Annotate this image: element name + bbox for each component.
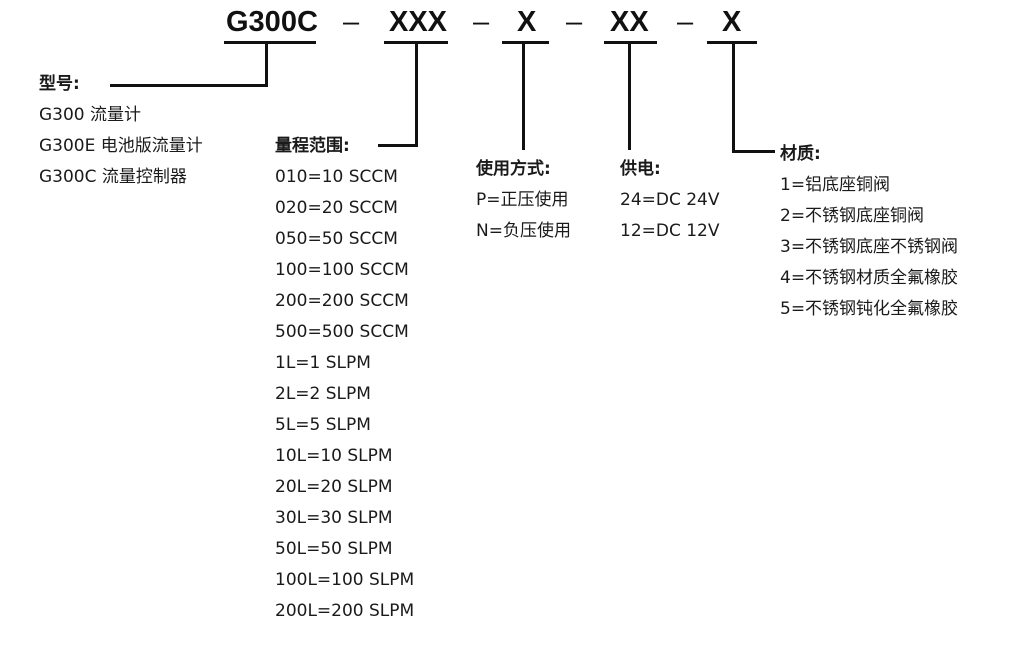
usage-block: 使用方式: P=正压使用 N=负压使用 [476, 154, 571, 247]
code-separator-2: – [473, 6, 490, 38]
list-item: 500=500 SCCM [275, 322, 409, 342]
range-block: 量程范围: 010=10 SCCM 020=20 SCCM 050=50 SCC… [275, 131, 414, 627]
power-block: 供电: 24=DC 24V 12=DC 12V [620, 154, 720, 247]
material-heading: 材质: [780, 144, 821, 164]
list-item: 050=50 SCCM [275, 229, 398, 249]
model-list: G300 流量计 G300E 电池版流量计 G300C 流量控制器 [39, 100, 203, 193]
material-block: 材质: 1=铝底座铜阀 2=不锈钢底座铜阀 3=不锈钢底座不锈钢阀 4=不锈钢材… [780, 139, 958, 325]
list-item: G300E 电池版流量计 [39, 136, 203, 156]
underline-usage [502, 41, 549, 44]
list-item: 30L=30 SLPM [275, 508, 393, 528]
connector-range-horizontal [378, 144, 418, 147]
usage-heading: 使用方式: [476, 159, 551, 179]
usage-list: P=正压使用 N=负压使用 [476, 185, 571, 247]
connector-material-vertical [732, 43, 735, 153]
connector-material-horizontal [732, 150, 775, 153]
underline-range [384, 41, 448, 44]
power-list: 24=DC 24V 12=DC 12V [620, 185, 720, 247]
list-item: G300C 流量控制器 [39, 167, 187, 187]
code-power-placeholder: XX [610, 6, 649, 38]
list-item: 4=不锈钢材质全氟橡胶 [780, 268, 959, 288]
model-block: 型号: G300 流量计 G300E 电池版流量计 G300C 流量控制器 [39, 69, 203, 193]
connector-range-vertical [415, 43, 418, 147]
underline-material [707, 41, 757, 44]
code-material-placeholder: X [722, 6, 742, 38]
material-list: 1=铝底座铜阀 2=不锈钢底座铜阀 3=不锈钢底座不锈钢阀 4=不锈钢材质全氟橡… [780, 170, 958, 325]
code-base: G300C [226, 6, 318, 38]
connector-power-vertical [628, 43, 631, 150]
connector-usage-vertical [522, 43, 525, 150]
code-separator-4: – [677, 6, 694, 38]
range-list: 010=10 SCCM 020=20 SCCM 050=50 SCCM 100=… [275, 162, 414, 627]
list-item: G300 流量计 [39, 105, 142, 125]
list-item: 200L=200 SLPM [275, 601, 415, 621]
list-item: 3=不锈钢底座不锈钢阀 [780, 237, 959, 257]
underline-base [224, 41, 316, 44]
list-item: 100=100 SCCM [275, 260, 409, 280]
list-item: 50L=50 SLPM [275, 539, 393, 559]
list-item: 20L=20 SLPM [275, 477, 393, 497]
list-item: 010=10 SCCM [275, 167, 398, 187]
list-item: P=正压使用 [476, 190, 569, 210]
list-item: 10L=10 SLPM [275, 446, 393, 466]
code-range-placeholder: XXX [389, 6, 448, 38]
code-separator-1: – [343, 6, 360, 38]
connector-model-horizontal [110, 84, 268, 87]
list-item: 24=DC 24V [620, 190, 720, 210]
list-item: 1L=1 SLPM [275, 353, 371, 373]
code-separator-3: – [566, 6, 583, 38]
list-item: 5=不锈钢钝化全氟橡胶 [780, 299, 959, 319]
list-item: 1=铝底座铜阀 [780, 175, 891, 195]
power-heading: 供电: [620, 159, 661, 179]
list-item: N=负压使用 [476, 221, 571, 241]
list-item: 200=200 SCCM [275, 291, 409, 311]
list-item: 2=不锈钢底座铜阀 [780, 206, 925, 226]
model-heading: 型号: [39, 74, 80, 94]
list-item: 5L=5 SLPM [275, 415, 371, 435]
list-item: 020=20 SCCM [275, 198, 398, 218]
connector-model-vertical [265, 43, 268, 87]
list-item: 100L=100 SLPM [275, 570, 415, 590]
underline-power [604, 41, 657, 44]
code-usage-placeholder: X [517, 6, 537, 38]
list-item: 2L=2 SLPM [275, 384, 371, 404]
list-item: 12=DC 12V [620, 221, 720, 241]
range-heading: 量程范围: [275, 136, 350, 156]
